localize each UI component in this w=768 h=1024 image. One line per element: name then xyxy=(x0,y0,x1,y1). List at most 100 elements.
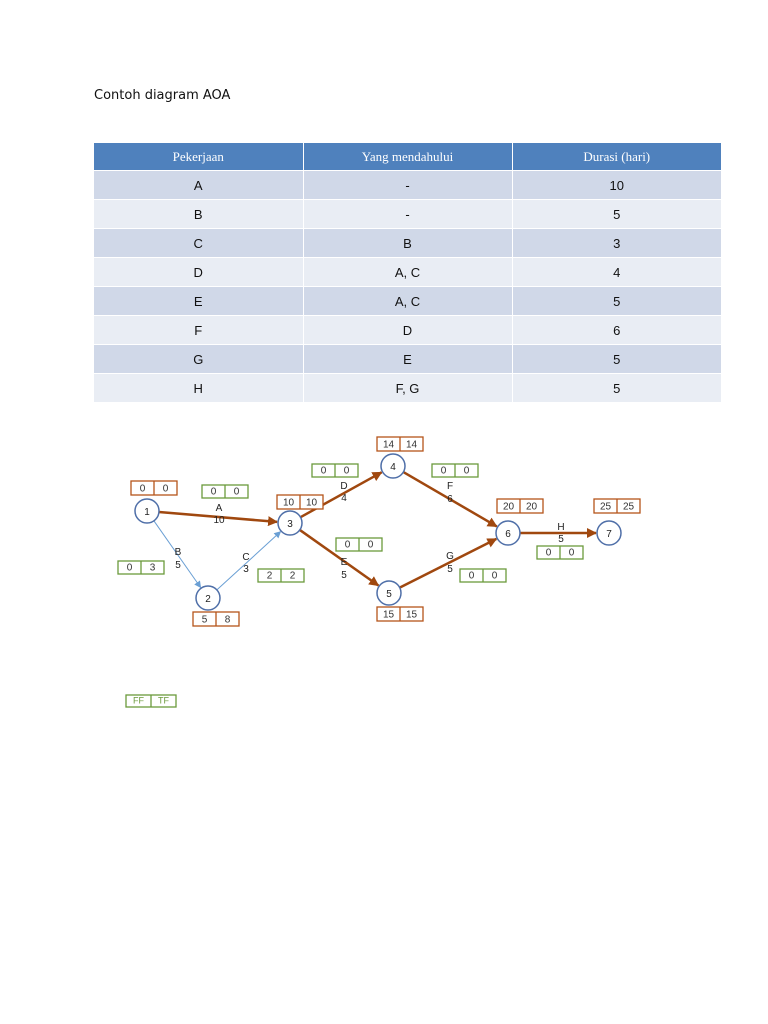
cell-pekerjaan: F xyxy=(94,315,304,345)
table-row: F D 6 xyxy=(94,315,721,345)
cell-predecessor: A, C xyxy=(303,257,513,287)
activity-label-e: E xyxy=(341,557,348,568)
time-box-node-5-left: 15 xyxy=(383,610,395,621)
cell-duration: 6 xyxy=(512,315,721,345)
cell-duration: 5 xyxy=(512,373,721,402)
header-yang-mendahului: Yang mendahului xyxy=(303,143,513,171)
activity-arrow-b xyxy=(153,520,202,589)
activity-duration-h: 5 xyxy=(558,534,564,545)
float-box-g-left: 0 xyxy=(469,571,475,582)
table-row: B - 5 xyxy=(94,199,721,229)
cell-pekerjaan: B xyxy=(94,199,304,229)
time-box-node-3-right: 10 xyxy=(306,498,318,509)
time-box-node-4-left: 14 xyxy=(383,440,395,451)
float-box-c-right: 2 xyxy=(290,571,296,582)
float-box-f-left: 0 xyxy=(441,466,447,477)
activity-label-a: A xyxy=(216,503,223,514)
activity-table: Pekerjaan Yang mendahului Durasi (hari) … xyxy=(94,143,721,402)
cell-duration: 3 xyxy=(512,228,721,258)
time-box-node-7-left: 25 xyxy=(600,502,612,513)
time-box-node-7-right: 25 xyxy=(623,502,635,513)
float-box-h-right: 0 xyxy=(569,548,575,559)
table-row: E A, C 5 xyxy=(94,286,721,316)
node-label-1: 1 xyxy=(144,507,150,518)
node-2 xyxy=(195,585,221,611)
cell-duration: 4 xyxy=(512,257,721,287)
float-box-a-left: 0 xyxy=(211,487,217,498)
activity-arrow-d xyxy=(299,471,383,519)
cell-pekerjaan: C xyxy=(94,228,304,258)
float-box-b-left: 0 xyxy=(127,563,133,574)
node-3 xyxy=(277,510,303,536)
node-1 xyxy=(134,498,160,524)
table-row: D A, C 4 xyxy=(94,257,721,287)
activity-arrow-e xyxy=(299,528,380,587)
float-box-e-right: 0 xyxy=(368,540,374,551)
table-row: A - 10 xyxy=(94,170,721,200)
activity-arrow-a xyxy=(158,510,279,527)
node-label-7: 7 xyxy=(606,529,612,540)
node-4 xyxy=(380,453,406,479)
cell-predecessor: D xyxy=(303,315,513,345)
float-box-h-left: 0 xyxy=(546,548,552,559)
cell-duration: 10 xyxy=(512,170,721,200)
legend-box-right: TF xyxy=(158,696,169,706)
cell-pekerjaan: G xyxy=(94,344,304,374)
table-header-row: Pekerjaan Yang mendahului Durasi (hari) xyxy=(94,143,721,171)
node-6 xyxy=(495,520,521,546)
node-label-2: 2 xyxy=(205,594,211,605)
cell-pekerjaan: H xyxy=(94,373,304,402)
activity-duration-e: 5 xyxy=(341,570,347,581)
node-label-6: 6 xyxy=(505,529,511,540)
float-box-c-left: 2 xyxy=(267,571,273,582)
float-box-e-left: 0 xyxy=(345,540,351,551)
node-label-5: 5 xyxy=(386,589,392,600)
header-durasi: Durasi (hari) xyxy=(512,143,721,171)
activity-label-c: C xyxy=(242,552,249,563)
float-box-b-right: 3 xyxy=(150,563,156,574)
node-label-4: 4 xyxy=(390,462,396,473)
time-box-node-6-left: 20 xyxy=(503,502,515,513)
time-box-node-6-right: 20 xyxy=(526,502,538,513)
activity-duration-g: 5 xyxy=(447,564,453,575)
float-box-a-right: 0 xyxy=(234,487,240,498)
float-box-d-left: 0 xyxy=(321,466,327,477)
float-box-d-right: 0 xyxy=(344,466,350,477)
activity-duration-f: 6 xyxy=(447,494,453,505)
activity-duration-c: 3 xyxy=(243,564,249,575)
header-pekerjaan: Pekerjaan xyxy=(94,143,304,171)
cell-duration: 5 xyxy=(512,199,721,229)
activity-label-f: F xyxy=(447,481,453,492)
legend-box-left: FF xyxy=(133,696,144,706)
activity-arrow-f xyxy=(402,470,498,528)
time-box-node-2-left: 5 xyxy=(202,615,208,626)
cell-pekerjaan: E xyxy=(94,286,304,316)
time-box-node-2-right: 8 xyxy=(225,615,231,626)
cell-predecessor: E xyxy=(303,344,513,374)
node-5 xyxy=(376,580,402,606)
activity-label-g: G xyxy=(446,551,454,562)
float-box-f-right: 0 xyxy=(464,466,470,477)
time-box-node-1-right: 0 xyxy=(163,484,169,495)
cell-predecessor: F, G xyxy=(303,373,513,402)
cell-predecessor: - xyxy=(303,170,513,200)
activity-label-b: B xyxy=(175,547,182,558)
cell-pekerjaan: D xyxy=(94,257,304,287)
time-box-node-1-left: 0 xyxy=(140,484,146,495)
table-row: H F, G 5 xyxy=(94,373,721,402)
cell-pekerjaan: A xyxy=(94,170,304,200)
time-box-node-5-right: 15 xyxy=(406,610,418,621)
cell-predecessor: B xyxy=(303,228,513,258)
activity-duration-b: 5 xyxy=(175,560,181,571)
activity-label-h: H xyxy=(557,522,564,533)
table-row: C B 3 xyxy=(94,228,721,258)
activity-label-d: D xyxy=(340,481,347,492)
node-label-3: 3 xyxy=(287,519,293,530)
table-row: G E 5 xyxy=(94,344,721,374)
activity-duration-a: 10 xyxy=(213,515,225,526)
time-box-node-3-left: 10 xyxy=(283,498,295,509)
cell-duration: 5 xyxy=(512,344,721,374)
page-title: Contoh diagram AOA xyxy=(94,88,231,103)
node-7 xyxy=(596,520,622,546)
